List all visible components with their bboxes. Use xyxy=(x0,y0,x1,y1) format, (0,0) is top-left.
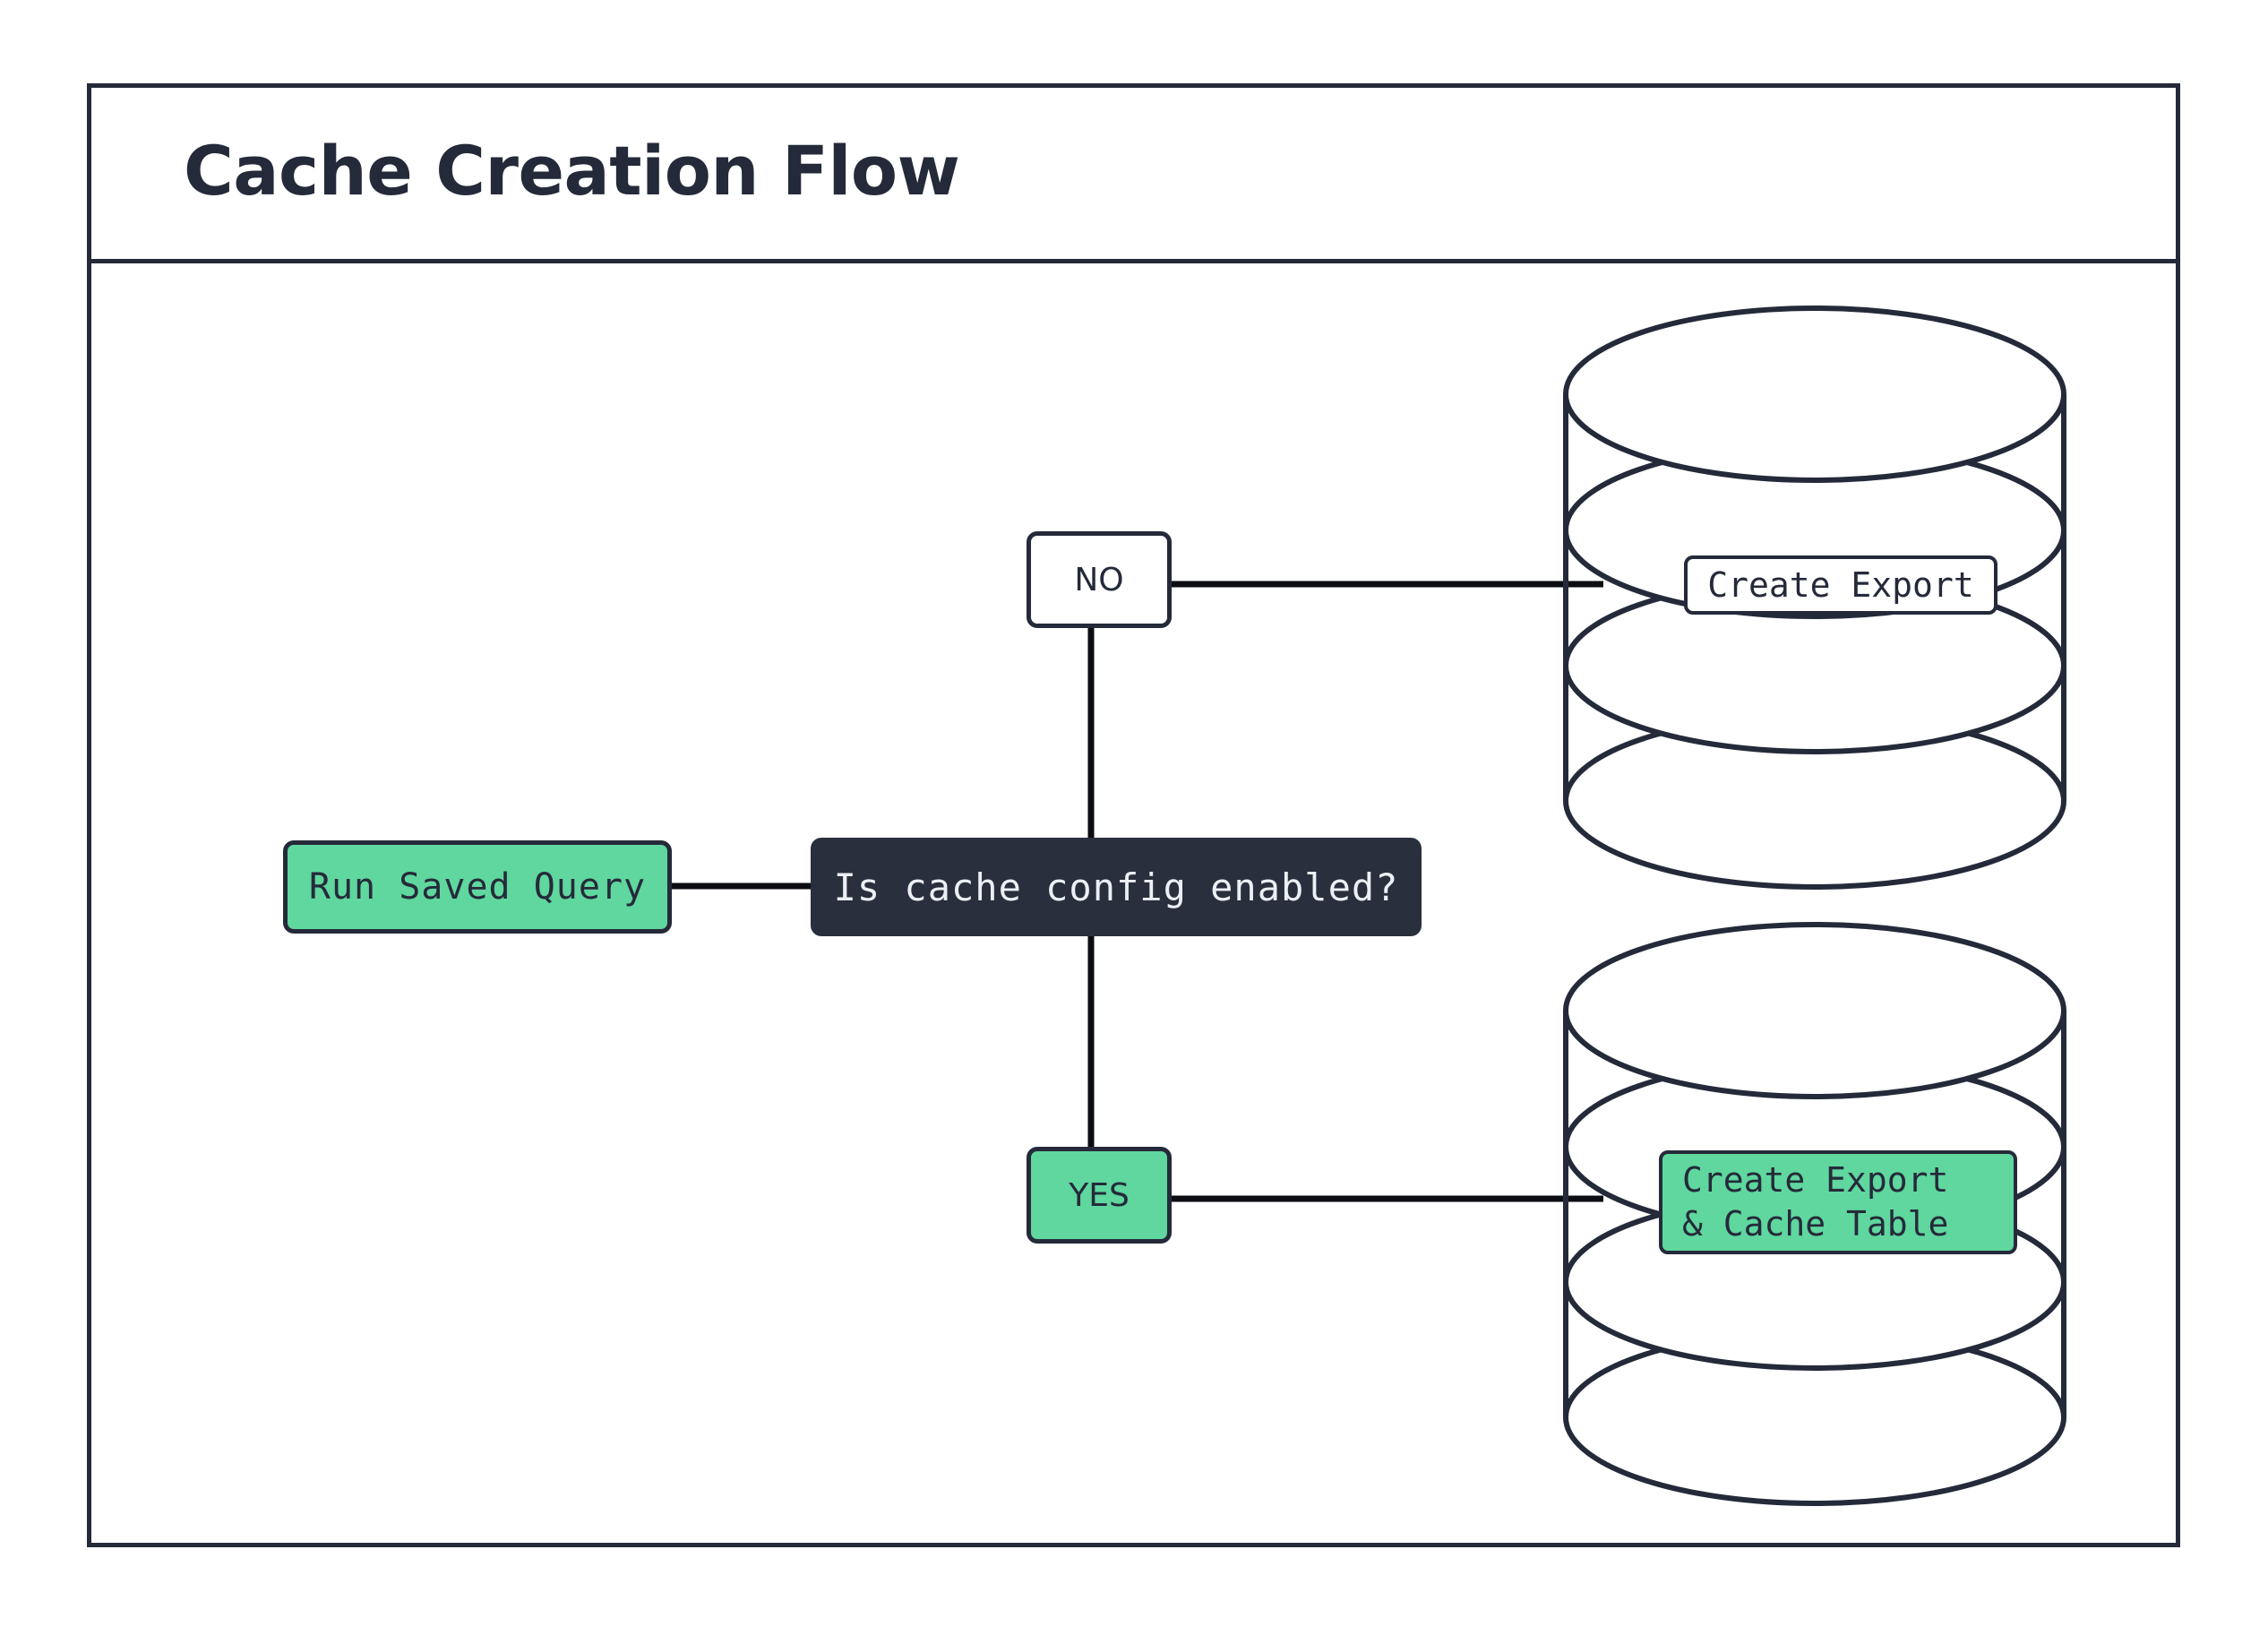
node-run-saved-query[interactable]: Run Saved Query xyxy=(283,840,672,934)
node-branch-yes[interactable]: YES xyxy=(1027,1147,1172,1244)
node-decision-cache-config[interactable]: Is cache config enabled? xyxy=(811,838,1422,936)
node-decision-cache-config-label: Is cache config enabled? xyxy=(833,865,1399,909)
diagram-frame: Cache Creation Flow xyxy=(87,83,2180,1547)
node-branch-no[interactable]: NO xyxy=(1027,531,1172,628)
page-title: Cache Creation Flow xyxy=(184,131,960,211)
node-store-export-label-line-1: Create Export xyxy=(1707,564,1974,605)
node-store-export-cache-label-line-1: Create Export xyxy=(1682,1160,1949,1201)
diagram-header: Cache Creation Flow xyxy=(91,88,2176,263)
node-store-export-cache-label[interactable]: Create Export & Cache Table xyxy=(1659,1150,2017,1254)
node-store-export-cache-label-line-2: & Cache Table xyxy=(1682,1204,1949,1244)
node-store-export-label[interactable]: Create Export xyxy=(1684,555,1997,615)
node-branch-no-label: NO xyxy=(1074,561,1124,598)
node-branch-yes-label: YES xyxy=(1069,1176,1130,1214)
node-run-saved-query-label: Run Saved Query xyxy=(308,866,647,908)
